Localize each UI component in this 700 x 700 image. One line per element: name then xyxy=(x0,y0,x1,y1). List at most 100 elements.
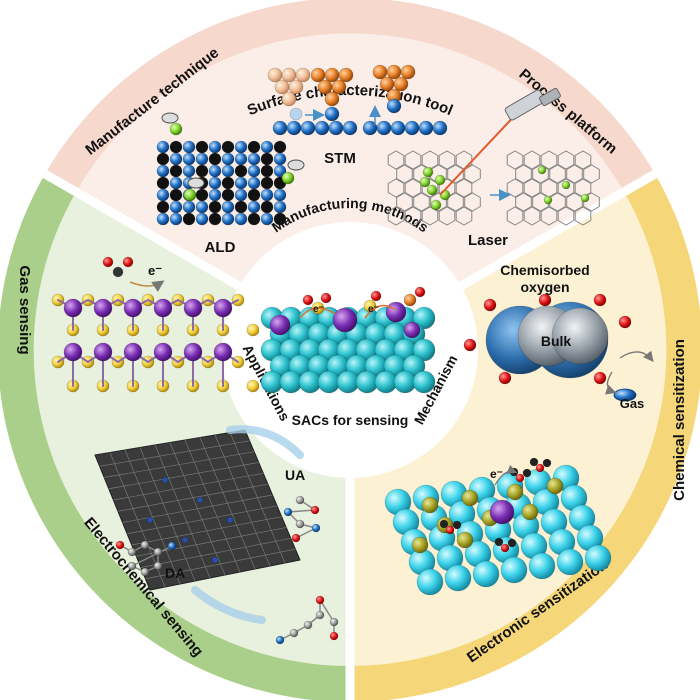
stm-tip-atom xyxy=(295,67,311,83)
graphene-hexagon xyxy=(574,206,592,226)
molecule-atom xyxy=(522,468,532,478)
dopant-atom xyxy=(421,496,439,514)
ald-substrate-atom xyxy=(260,164,274,178)
metal-atom xyxy=(153,298,173,318)
substrate-atom xyxy=(412,306,436,330)
ald-substrate-atom xyxy=(182,164,196,178)
graphene-hexagon xyxy=(557,150,575,170)
label-da: DA xyxy=(165,565,185,581)
graphene-hexagon xyxy=(421,206,439,226)
ald-substrate-atom xyxy=(195,188,209,202)
ua-molecule-atom xyxy=(311,523,321,533)
da-product-atom xyxy=(315,610,325,620)
graphene-hexagon xyxy=(387,178,405,198)
gas-molecule-atom xyxy=(112,266,124,278)
da-product-atom xyxy=(329,617,339,627)
ald-precursor-atom xyxy=(169,122,183,136)
ald-substrate-atom xyxy=(273,200,287,214)
molecule-atom xyxy=(507,538,517,548)
graphene-hexagon xyxy=(413,192,430,212)
adsorbate-atom xyxy=(403,293,417,307)
single-atom-catalyst xyxy=(489,499,515,525)
bond xyxy=(287,509,316,513)
ald-substrate-atom xyxy=(273,188,287,202)
ald-substrate-atom xyxy=(260,200,274,214)
ua-arrow xyxy=(226,425,304,459)
laser-beam xyxy=(439,109,521,196)
ald-substrate-atom xyxy=(234,152,248,166)
molecule-atom xyxy=(439,519,449,529)
ald-substrate-atom xyxy=(169,200,183,214)
graphene-lattice-line xyxy=(154,444,211,579)
support-atom xyxy=(556,548,584,576)
metal-atom xyxy=(123,342,143,362)
molecule-atom xyxy=(494,537,504,547)
stm-tip-atom xyxy=(379,76,395,92)
single-atom xyxy=(332,307,358,333)
graphene-hexagon xyxy=(549,164,566,184)
adsorbate-atom xyxy=(320,292,332,304)
electron-arrow xyxy=(494,464,518,486)
stm-moved-atom xyxy=(324,106,340,122)
gas-sensing-illustration xyxy=(51,256,260,393)
laser-metal-atom xyxy=(434,174,446,186)
single-atom xyxy=(403,321,421,339)
ald-substrate-atom xyxy=(169,188,183,202)
metal-atom xyxy=(153,342,173,362)
ald-substrate-atom xyxy=(221,152,235,166)
metal-atom xyxy=(183,342,203,362)
molecule-atom xyxy=(542,458,552,468)
ald-ligand xyxy=(161,112,179,124)
ald-substrate-atom xyxy=(156,200,170,214)
ald-substrate-atom xyxy=(182,212,196,226)
adsorbate-atom xyxy=(414,286,426,298)
ald-substrate-atom xyxy=(260,188,274,202)
dopant-atom xyxy=(161,476,169,484)
ald-substrate-atom xyxy=(156,140,170,154)
ald-illustration xyxy=(156,112,305,226)
chemisorbed-oxygen xyxy=(593,371,607,385)
stm-tip-atom xyxy=(331,79,347,95)
stm-tip-atom xyxy=(310,67,326,83)
ald-substrate-atom xyxy=(260,176,274,190)
da-molecule-atom xyxy=(153,547,163,557)
da-molecule-atom xyxy=(140,540,150,550)
ald-substrate-atom xyxy=(156,176,170,190)
stm-tip-atom xyxy=(281,91,297,107)
laser-metal-atom xyxy=(419,176,431,188)
stm-tip-atom xyxy=(386,64,402,80)
stm-tip-atom xyxy=(393,76,409,92)
ald-substrate-atom xyxy=(182,200,196,214)
ald-substrate-atom xyxy=(156,152,170,166)
ald-substrate-atom xyxy=(195,164,209,178)
ald-substrate-atom xyxy=(208,200,222,214)
dopant-atom xyxy=(226,516,234,524)
graphene-hexagon xyxy=(396,164,413,184)
ald-substrate-atom xyxy=(221,176,235,190)
ua-molecule-atom xyxy=(295,519,305,529)
da-arrow xyxy=(191,586,266,624)
laser-single-atom xyxy=(561,180,571,190)
ald-substrate-atom xyxy=(234,188,248,202)
ald-substrate-atom xyxy=(208,176,222,190)
ald-substrate-atom xyxy=(260,212,274,226)
ald-substrate-atom xyxy=(208,164,222,178)
ald-substrate-atom xyxy=(247,140,261,154)
dopant-atom xyxy=(181,536,189,544)
electron-transfer-arrow xyxy=(364,304,396,319)
ua-molecule-atom xyxy=(295,495,305,505)
stm-surface-atom xyxy=(390,120,406,136)
graphene-hexagon xyxy=(515,164,532,184)
stm-surface-atom xyxy=(432,120,448,136)
electron-symbol: e⁻ xyxy=(313,304,324,315)
support-atom xyxy=(584,544,612,572)
ald-substrate-atom xyxy=(221,212,235,226)
graphene-hexagon xyxy=(455,178,473,198)
molecule-atom xyxy=(535,463,545,473)
da-molecule-atom xyxy=(140,567,150,577)
graphene-hexagon xyxy=(506,178,524,198)
label-chemisorbed-line1: Chemisorbed xyxy=(500,262,589,278)
metal-atom xyxy=(93,342,113,362)
ald-substrate-atom xyxy=(247,188,261,202)
graphene-hexagon xyxy=(574,150,592,170)
